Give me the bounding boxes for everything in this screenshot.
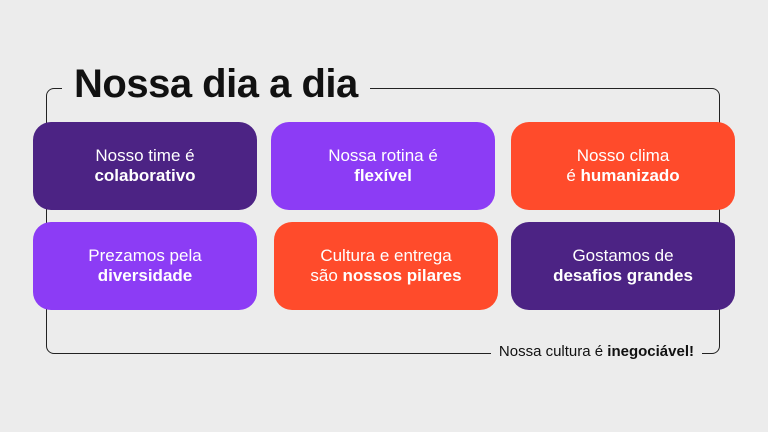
card-line2-bold: desafios grandes — [553, 266, 693, 285]
card-line2-prefix: são — [310, 266, 343, 285]
card-line1: Nosso clima — [576, 146, 670, 165]
card-line2-bold: diversidade — [97, 266, 193, 285]
card-diversity: Prezamos pela diversidade — [33, 222, 257, 310]
card-line2-bold: colaborativo — [94, 166, 196, 185]
card-challenges: Gostamos de desafios grandes — [511, 222, 735, 310]
footer-bold: inegociável! — [607, 343, 694, 360]
card-line1: Cultura e entrega — [320, 246, 452, 265]
content-frame — [46, 88, 720, 354]
card-line2-bold: humanizado — [580, 166, 680, 185]
footer-prefix: Nossa cultura é — [498, 343, 608, 360]
card-line2-bold: nossos pilares — [342, 266, 462, 285]
card-line1: Gostamos de — [572, 246, 674, 265]
card-line2-prefix: é — [566, 166, 581, 185]
card-pillars: Cultura e entrega são nossos pilares — [274, 222, 498, 310]
card-line1: Nossa rotina é — [328, 146, 438, 165]
page-title: Nossa dia a dia — [62, 58, 370, 110]
card-line1: Prezamos pela — [88, 246, 202, 265]
card-line1: Nosso time é — [95, 146, 195, 165]
card-flexible: Nossa rotina é flexível — [271, 122, 495, 210]
card-line2-bold: flexível — [354, 166, 412, 185]
card-humanized: Nosso clima é humanizado — [511, 122, 735, 210]
card-collaborative: Nosso time é colaborativo — [33, 122, 257, 210]
footer-tagline: Nossa cultura é inegociável! — [490, 340, 702, 364]
